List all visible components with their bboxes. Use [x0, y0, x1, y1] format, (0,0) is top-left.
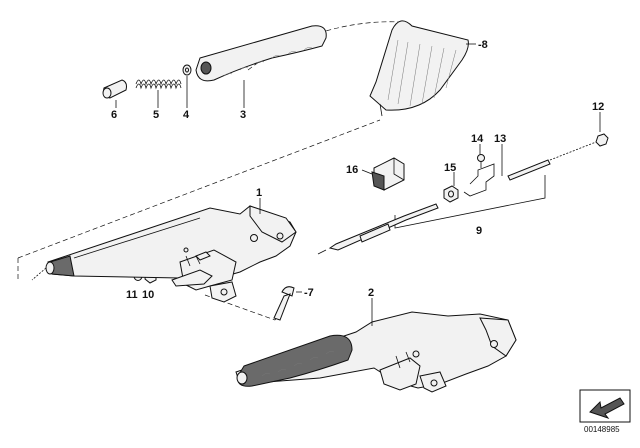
callout-10: 10	[142, 289, 154, 301]
callout-6: 6	[111, 109, 117, 121]
part-end-cap	[102, 79, 127, 99]
part-bolt	[273, 286, 295, 321]
callout-13: 13	[494, 133, 506, 145]
direction-arrow-badge	[579, 389, 631, 423]
part-lever-assembly-upper	[31, 205, 297, 303]
callout-1: 1	[256, 187, 262, 199]
callout-11: 11	[126, 289, 138, 301]
part-handle-grip	[195, 25, 327, 82]
leader-lines	[115, 43, 601, 326]
callout-3: 3	[240, 109, 246, 121]
part-cable-guide-block	[371, 157, 405, 191]
callout-8: -8	[478, 39, 488, 51]
callout-labels: 6 5 4 3 -8 12 14 13 16 15 1 9 -7 11 10 2	[111, 39, 604, 301]
callout-12: 12	[592, 101, 604, 113]
callout-7: -7	[304, 287, 314, 299]
part-spring	[135, 79, 182, 90]
diagram-code: 00148985	[584, 425, 620, 434]
callout-4: 4	[183, 109, 190, 121]
callout-14: 14	[471, 133, 484, 145]
part-washer	[182, 64, 192, 76]
callout-9: 9	[476, 225, 482, 237]
callout-2: 2	[368, 287, 374, 299]
callout-16: 16	[346, 164, 358, 176]
part-brake-cable	[317, 141, 597, 255]
part-boot-cover	[369, 20, 469, 117]
part-spring-clip	[463, 163, 495, 197]
callout-5: 5	[153, 109, 159, 121]
part-nut	[443, 185, 459, 203]
part-retaining-pin	[477, 154, 485, 168]
callout-15: 15	[444, 162, 456, 174]
part-cable-end-nut	[595, 133, 609, 147]
part-lever-assembly-lower	[235, 311, 517, 393]
